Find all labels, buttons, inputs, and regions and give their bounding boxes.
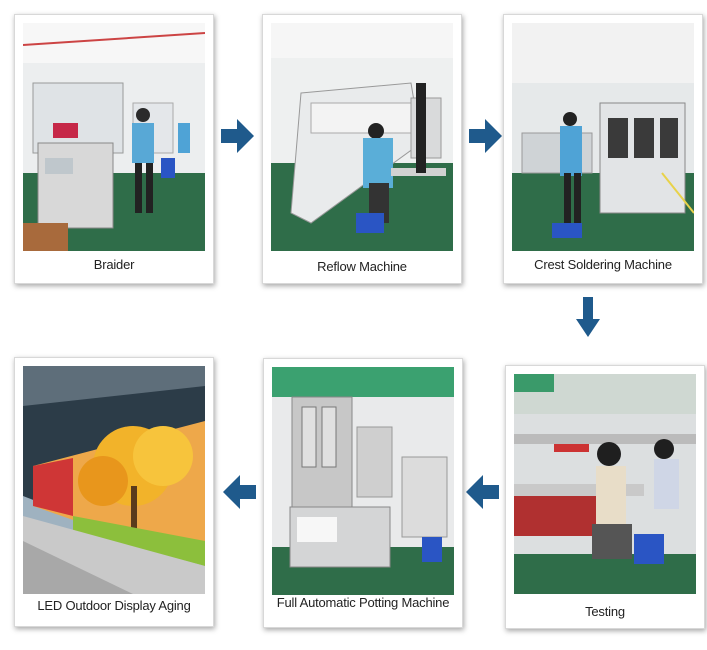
step-label-testing: Testing bbox=[506, 604, 704, 619]
aging-photo bbox=[23, 366, 205, 594]
arrow-left-icon bbox=[222, 473, 256, 511]
step-label-crest-soldering: Crest Soldering Machine bbox=[504, 257, 702, 272]
step-card-potting: Full Automatic Potting Machine bbox=[263, 358, 463, 628]
braider-photo bbox=[23, 23, 205, 251]
step-label-aging: LED Outdoor Display Aging bbox=[15, 598, 213, 613]
crest-soldering-photo bbox=[512, 23, 694, 251]
step-label-braider: Braider bbox=[15, 257, 213, 272]
step-label-reflow: Reflow Machine bbox=[263, 259, 461, 274]
arrow-down-icon bbox=[576, 297, 600, 337]
arrow-left-icon bbox=[465, 473, 499, 511]
potting-photo bbox=[272, 367, 454, 595]
arrow-right-icon bbox=[469, 117, 503, 155]
arrow-right-icon bbox=[221, 117, 255, 155]
step-card-braider: Braider bbox=[14, 14, 214, 284]
reflow-photo bbox=[271, 23, 453, 251]
step-card-crest-soldering: Crest Soldering Machine bbox=[503, 14, 703, 284]
step-card-testing: Testing bbox=[505, 365, 705, 629]
step-card-reflow: Reflow Machine bbox=[262, 14, 462, 284]
testing-photo bbox=[514, 374, 696, 594]
step-label-potting: Full Automatic Potting Machine bbox=[264, 595, 462, 610]
step-card-aging: LED Outdoor Display Aging bbox=[14, 357, 214, 627]
